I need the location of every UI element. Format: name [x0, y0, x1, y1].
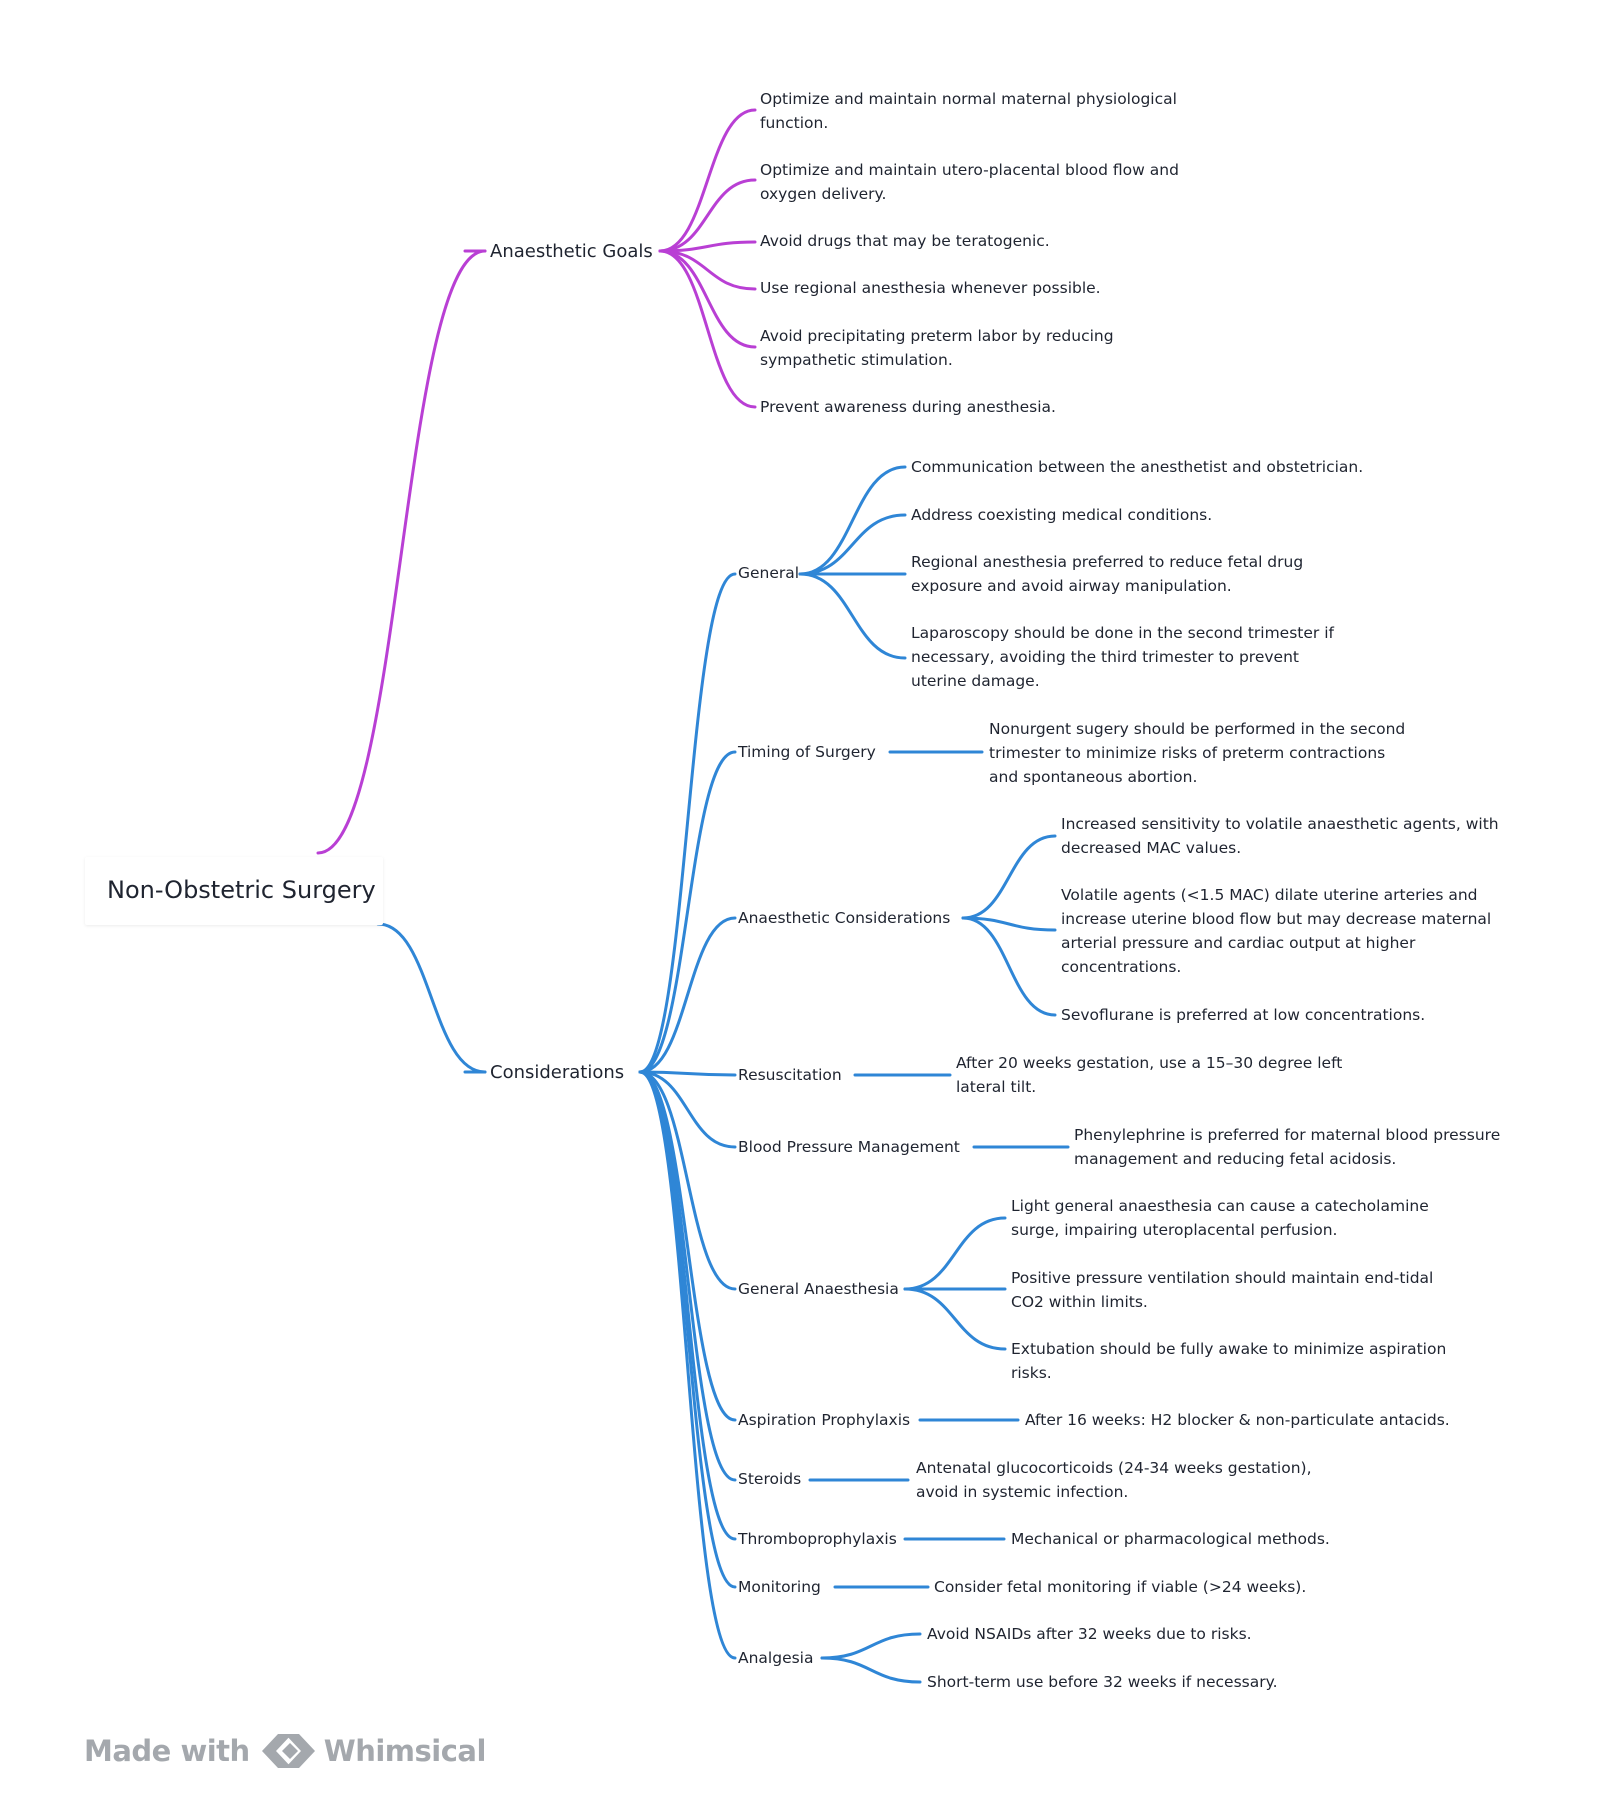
edge-topic-3-child-2 — [961, 916, 1057, 932]
edge-topic-6-child-3 — [903, 1287, 1007, 1351]
edge-topic-9 — [638, 1070, 737, 1541]
branch-considerations[interactable]: Considerations — [490, 1062, 625, 1083]
edge-topic-2 — [638, 750, 737, 1074]
edge-root-to-considerations — [376, 922, 487, 1074]
edge-topic-10 — [638, 1070, 737, 1589]
topic-aspiration-prophylaxis[interactable]: Aspiration Prophylaxis — [738, 1411, 911, 1429]
steroids-item-1[interactable]: Antenatal glucocorticoids (24-34 weeks g… — [916, 1459, 1312, 1501]
topic-timing-of-surgery[interactable]: Timing of Surgery — [738, 743, 876, 761]
general-item-1[interactable]: Communication between the anesthetist an… — [911, 458, 1364, 476]
goal-item-2[interactable]: Optimize and maintain utero-placental bl… — [760, 161, 1179, 203]
general-item-2[interactable]: Address coexisting medical conditions. — [911, 506, 1213, 524]
watermark-brand: Whimsical — [323, 1734, 487, 1768]
general-item-4[interactable]: Laparoscopy should be done in the second… — [911, 624, 1334, 690]
root-node[interactable] — [85, 857, 383, 925]
whimsical-logo-icon — [261, 1734, 315, 1768]
topic-general[interactable]: General — [738, 564, 800, 582]
general-anaesthesia-item-3[interactable]: Extubation should be fully awake to mini… — [1011, 1340, 1447, 1382]
edge-topic-3-child-1 — [961, 834, 1057, 920]
topic-anaesthetic-considerations[interactable]: Anaesthetic Considerations — [738, 909, 951, 927]
goal-item-4[interactable]: Use regional anesthesia whenever possibl… — [760, 279, 1101, 297]
edge-topic-6 — [638, 1070, 737, 1291]
anaesthetic-considerations-item-3[interactable]: Sevoflurane is preferred at low concentr… — [1061, 1006, 1426, 1024]
topic-steroids[interactable]: Steroids — [738, 1470, 802, 1488]
edge-topic-1-child-1 — [798, 465, 907, 576]
edge-topic-11-child-2 — [820, 1656, 922, 1684]
edge-topic-11-child-1 — [820, 1632, 922, 1660]
edge-goal-2 — [658, 178, 757, 253]
made-with-whimsical-watermark[interactable]: Made with Whimsical — [84, 1728, 486, 1774]
edge-topic-3-child-3 — [961, 916, 1057, 1017]
edge-topic-3 — [638, 916, 737, 1074]
root-node-label: Non-Obstetric Surgery — [107, 876, 376, 904]
topic-monitoring[interactable]: Monitoring — [738, 1578, 821, 1596]
topic-analgesia[interactable]: Analgesia — [738, 1649, 814, 1667]
edge-topic-8 — [638, 1070, 737, 1482]
edge-topic-5 — [638, 1070, 737, 1149]
edge-topic-1-child-2 — [798, 513, 907, 576]
edge-topic-1 — [638, 572, 737, 1074]
edge-topic-4 — [638, 1070, 737, 1077]
edge-goal-4 — [658, 249, 757, 291]
general-anaesthesia-item-2[interactable]: Positive pressure ventilation should mai… — [1011, 1269, 1434, 1311]
edge-goal-1 — [658, 108, 757, 253]
topic-resuscitation[interactable]: Resuscitation — [738, 1066, 842, 1084]
topic-blood-pressure-management[interactable]: Blood Pressure Management — [738, 1138, 960, 1156]
edge-root-to-goals — [316, 249, 487, 855]
aspiration-item-1[interactable]: After 16 weeks: H2 blocker & non-particu… — [1025, 1411, 1450, 1429]
edge-goal-6 — [658, 249, 757, 409]
topic-general-anaesthesia[interactable]: General Anaesthesia — [738, 1280, 899, 1298]
watermark-prefix: Made with — [84, 1734, 250, 1768]
thromboprophylaxis-item-1[interactable]: Mechanical or pharmacological methods. — [1011, 1530, 1330, 1548]
general-anaesthesia-item-1[interactable]: Light general anaesthesia can cause a ca… — [1011, 1197, 1429, 1239]
goal-item-6[interactable]: Prevent awareness during anesthesia. — [760, 398, 1056, 416]
blood-pressure-item-1[interactable]: Phenylephrine is preferred for maternal … — [1074, 1126, 1501, 1168]
resuscitation-item-1[interactable]: After 20 weeks gestation, use a 15–30 de… — [956, 1054, 1343, 1096]
branch-anaesthetic-goals[interactable]: Anaesthetic Goals — [490, 241, 653, 262]
analgesia-item-1[interactable]: Avoid NSAIDs after 32 weeks due to risks… — [927, 1625, 1252, 1643]
goal-item-5[interactable]: Avoid precipitating preterm labor by red… — [760, 327, 1114, 369]
edge-topic-6-child-1 — [903, 1216, 1007, 1291]
anaesthetic-considerations-item-1[interactable]: Increased sensitivity to volatile anaest… — [1061, 815, 1499, 857]
edge-topic-11 — [638, 1070, 737, 1660]
anaesthetic-considerations-item-2[interactable]: Volatile agents (<1.5 MAC) dilate uterin… — [1061, 886, 1492, 976]
edge-topic-1-child-4 — [798, 572, 907, 660]
timing-item-1[interactable]: Nonurgent sugery should be performed in … — [989, 720, 1406, 786]
monitoring-item-1[interactable]: Consider fetal monitoring if viable (>24… — [934, 1578, 1307, 1596]
edge-goal-5 — [658, 249, 757, 349]
topic-thromboprophylaxis[interactable]: Thromboprophylaxis — [738, 1530, 897, 1548]
goal-item-3[interactable]: Avoid drugs that may be teratogenic. — [760, 232, 1050, 250]
general-item-3[interactable]: Regional anesthesia preferred to reduce … — [911, 553, 1304, 595]
analgesia-item-2[interactable]: Short-term use before 32 weeks if necess… — [927, 1673, 1278, 1691]
goal-item-1[interactable]: Optimize and maintain normal maternal ph… — [760, 90, 1177, 132]
